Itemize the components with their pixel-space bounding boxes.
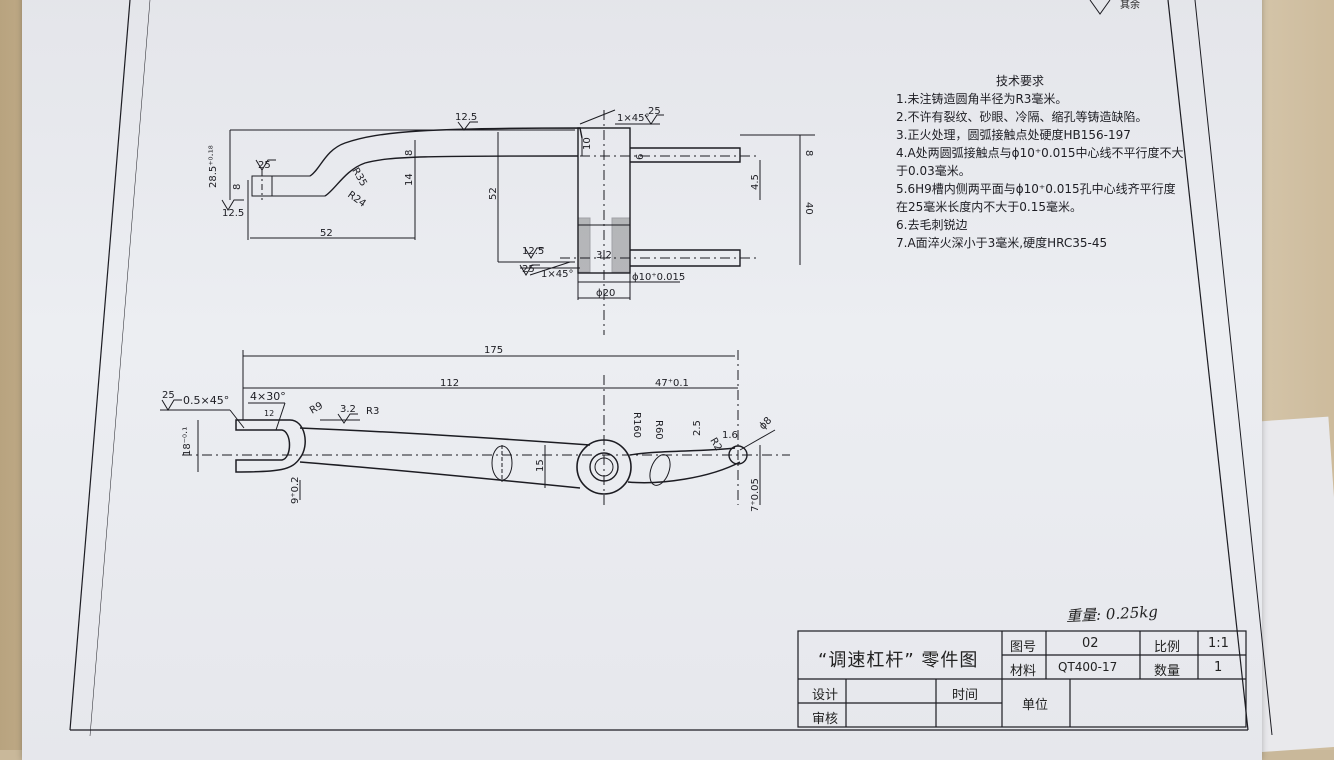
tech-title: 技术要求 [996,74,1045,88]
dim-text: 9⁺0.2 [290,476,301,504]
drawing-sheet [22,0,1262,760]
dim-text: 15 [535,459,546,472]
dim-text: 0.5×45° [183,394,229,407]
top-view: 28.5⁺⁰·¹⁸ 8 25 12.5 52 12.5 8 14 R35 R24… [208,106,815,335]
roughness-symbol [337,413,358,424]
side-view-right-arm-bottom [627,461,741,484]
unit-label: 单位 [1022,698,1049,713]
dim-text: 6 [635,154,646,160]
dim-text: 18⁻⁰·¹ [182,427,193,456]
reviewer-label: 审核 [812,712,839,727]
inner-border-right [1167,0,1249,731]
dim-text: 112 [440,378,459,389]
part-title: “调速杠杆” 零件图 [818,650,979,671]
material-label: 材料 [1010,664,1037,679]
dim-text: ϕ8 [757,415,774,432]
dim-text: ϕ20 [596,288,615,299]
side-view: 175 112 47⁺0.1 25 0.5×45° 4×30° R9 3.2 R… [160,345,790,512]
dim-text: 1×45° [541,269,573,280]
trim-line [89,0,151,737]
side-view-arm-bottom [299,461,581,489]
dim-leader [275,402,286,431]
dim-text: 7⁺0.05 [750,478,761,512]
designer-label: 设计 [812,688,839,703]
tech-item: 1.未注铸造圆角半径为R3毫米。 [896,92,1068,106]
dim-text: R60 [653,420,664,440]
dim-text: 1.6 [722,430,738,441]
dim-text: 28.5⁺⁰·¹⁸ [208,145,219,188]
roughness-symbol [255,159,276,171]
hatch [577,217,591,273]
technical-requirements: 技术要求 1.未注铸造圆角半径为R3毫米。 2.不许有裂纹、砂眼、冷隔、缩孔等铸… [896,72,1186,252]
top-view-arm-outline [309,127,583,177]
drawing-no-value: 02 [1082,636,1099,651]
tech-item: 4.A处两圆弧接触点与ϕ10⁺0.015中心线不平行度不大于0.03毫米。 [896,146,1184,178]
scale-label: 比例 [1154,640,1181,655]
outer-border-left [69,0,131,731]
roughness-symbol [644,114,664,125]
dim-text: 1×45° [617,113,649,124]
roughness-symbol [457,121,478,131]
tech-item: 6.去毛刺锐边 [896,218,968,232]
corner-mark: 其余 [1120,0,1140,11]
dim-text: 25 [522,264,535,275]
tech-item: 7.A面淬火深小于3毫米,硬度HRC35-45 [896,236,1108,250]
tech-item: 2.不许有裂纹、砂眼、冷隔、缩孔等铸造缺陷。 [896,110,1148,124]
dim-text: R160 [631,412,642,438]
side-view-right-arm-top [629,447,736,456]
dim-text: 12.5 [222,208,244,219]
dim-text: 52 [488,187,499,200]
dim-leader [739,429,776,451]
dim-text: ϕ10⁺0.015 [632,272,685,283]
top-view-fork-upper [630,147,741,163]
dim-text: 12.5 [522,246,544,257]
dim-text: 52 [320,228,333,239]
roughness-symbol [519,264,540,276]
dim-text: 25 [648,106,661,117]
dim-text: 12 [264,409,274,418]
quantity-value: 1 [1214,660,1223,675]
tech-item: 3.正火处理，圆弧接触点处硬度HB156-197 [896,128,1131,142]
dim-leader [579,109,616,125]
scale-value: 1:1 [1208,636,1229,651]
dim-text: 3.2 [340,404,356,415]
roughness-symbol [524,247,544,259]
tech-item: 5.6H9槽内侧两平面与ϕ10⁺0.015孔中心线齐平行度在25毫米长度内不大于… [896,182,1176,214]
dim-text: 12.5 [455,112,477,123]
drawing-no-label: 图号 [1010,640,1037,655]
side-view-hub-outer [576,439,632,495]
dim-text: 10 [582,137,593,150]
dim-text: 175 [484,345,503,356]
side-view-fork-end [235,419,306,473]
dim-text: 8 [232,184,243,190]
dim-text: 40 [803,202,814,215]
top-view-arm-outline [324,155,579,197]
outer-border-right [1194,0,1273,736]
title-block [797,630,1247,728]
dim-text: R24 [345,189,367,209]
roughness-symbol [161,399,182,411]
hatch [611,217,631,273]
side-view-arm-top [299,427,591,446]
dim-text: 8 [404,150,415,156]
dim-text: 47⁺0.1 [655,378,689,389]
dim-leader [229,409,245,429]
material-value: QT400-17 [1058,660,1118,674]
dim-text: R9 [308,400,325,416]
dim-text: 2.5 [692,420,703,436]
dim-text: 25 [162,390,175,401]
dim-text: 3.2 [596,250,612,261]
dim-text: R3 [366,406,379,417]
roughness-symbol-corner [1089,0,1111,15]
dim-text: 25 [258,160,271,171]
dim-text: 4.5 [750,174,761,190]
roughness-symbol [221,199,244,211]
dim-text: 8 [803,150,814,156]
dim-text: 4×30° [250,390,286,403]
dim-text: R35 [349,166,368,189]
quantity-label: 数量 [1154,664,1181,679]
time-label: 时间 [952,688,979,703]
dim-text: 14 [404,173,415,186]
